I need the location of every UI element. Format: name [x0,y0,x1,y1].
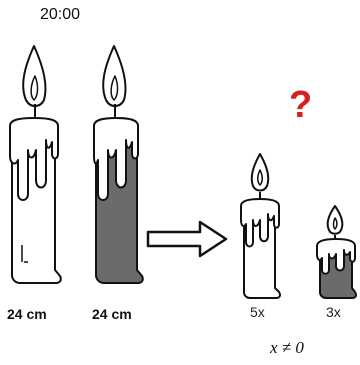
candle-label-3: 5x [250,304,265,320]
wax-drip [316,238,356,275]
short-gray-candle [316,205,357,299]
candle-label-4: 3x [326,304,341,320]
transition-arrow-icon [146,220,228,258]
tall-gray-candle [93,45,144,284]
candle-label-2: 24 cm [92,306,132,322]
short-white-candle [240,153,281,299]
tall-white-candle [9,45,62,284]
condition-label: x ≠ 0 [270,338,304,357]
question-mark: ? [289,84,313,126]
wax-drip [9,117,59,201]
candle-label-1: 24 cm [7,306,47,322]
flame-core [257,169,263,186]
wax-drip [240,198,280,248]
flame-core [30,75,39,101]
wax-drip [93,117,139,201]
flame-core [110,75,119,101]
flame-core [332,217,338,230]
time-label: 20:00 [40,6,81,23]
